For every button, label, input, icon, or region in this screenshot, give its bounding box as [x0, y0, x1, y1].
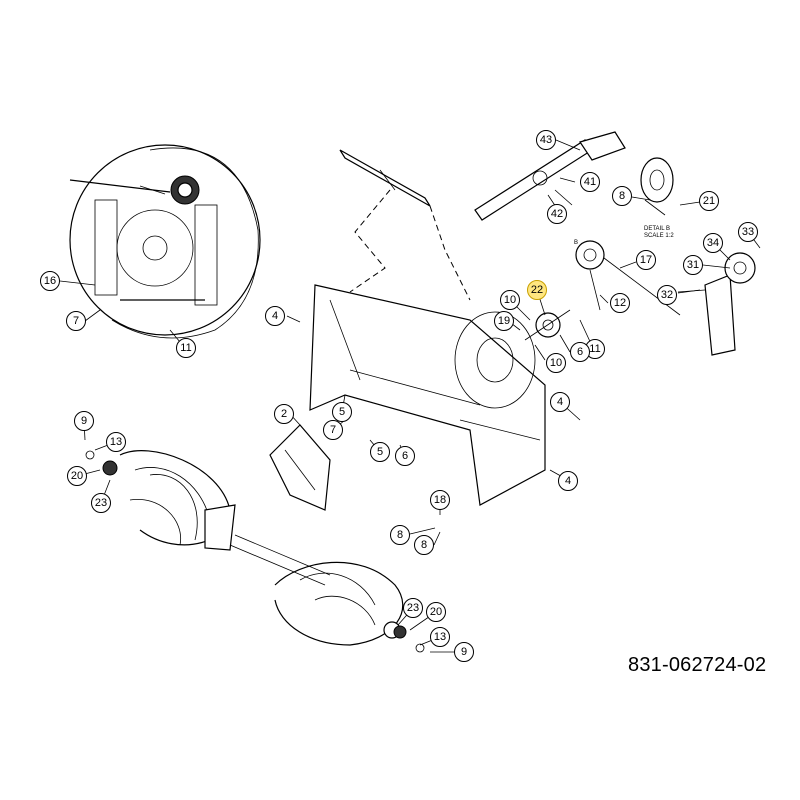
detail-scale: SCALE 1:2 [644, 233, 674, 239]
right-auger [274, 561, 404, 646]
callout-20-upper[interactable]: 20 [67, 466, 87, 486]
callout-20-lower[interactable]: 20 [426, 602, 446, 622]
callout-6-right[interactable]: 6 [570, 342, 590, 362]
callout-5-lower[interactable]: 5 [370, 442, 390, 462]
bearing-assembly [524, 254, 681, 341]
callout-17[interactable]: 17 [636, 250, 656, 270]
callout-16[interactable]: 16 [40, 271, 60, 291]
callout-9-lower[interactable]: 9 [454, 642, 474, 662]
detail-title: DETAIL B [644, 226, 671, 232]
callout-7-inset[interactable]: 7 [66, 311, 86, 331]
callout-43[interactable]: 43 [536, 130, 556, 150]
callout-31[interactable]: 31 [683, 255, 703, 275]
callout-34[interactable]: 34 [703, 233, 723, 253]
callout-letter-b: B [574, 240, 579, 246]
callout-10-upper[interactable]: 10 [500, 290, 520, 310]
callout-9-upper[interactable]: 9 [74, 411, 94, 431]
callout-4-bottom[interactable]: 4 [558, 471, 578, 491]
callout-4-right[interactable]: 4 [550, 392, 570, 412]
callout-41[interactable]: 41 [580, 172, 600, 192]
callout-33[interactable]: 33 [738, 222, 758, 242]
callout-23-lower[interactable]: 23 [403, 598, 423, 618]
callout-2[interactable]: 2 [274, 404, 294, 424]
callout-13-lower[interactable]: 13 [430, 627, 450, 647]
callout-8-left[interactable]: 8 [390, 525, 410, 545]
callout-21[interactable]: 21 [699, 191, 719, 211]
left-auger [119, 450, 236, 551]
crank-rod [339, 149, 471, 301]
auger-shaft [229, 534, 331, 586]
callout-23-upper[interactable]: 23 [91, 493, 111, 513]
shear-bolts [85, 450, 425, 653]
callout-19[interactable]: 19 [494, 311, 514, 331]
callout-32[interactable]: 32 [657, 285, 677, 305]
callout-8-right[interactable]: 8 [414, 535, 434, 555]
drawing-number: 831-062724-02 [628, 654, 767, 676]
callout-13-upper[interactable]: 13 [106, 432, 126, 452]
detail-b-label: DETAIL B SCALE 1:2 [644, 226, 674, 240]
callout-10-lower[interactable]: 10 [546, 353, 566, 373]
inset-pulley-detail [69, 144, 261, 339]
callout-6-center[interactable]: 6 [395, 446, 415, 466]
chute-crank-assembly [474, 131, 626, 221]
detail-b-pulley [640, 157, 674, 216]
callout-4-left[interactable]: 4 [265, 306, 285, 326]
impeller [269, 424, 331, 511]
idler-bracket [575, 240, 756, 356]
callout-22-highlighted[interactable]: 22 [527, 280, 547, 300]
callout-12[interactable]: 12 [610, 293, 630, 313]
callout-18[interactable]: 18 [430, 490, 450, 510]
callout-42[interactable]: 42 [547, 204, 567, 224]
auger-housing [309, 284, 546, 506]
callout-7-center[interactable]: 7 [323, 420, 343, 440]
callout-5-upper[interactable]: 5 [332, 402, 352, 422]
callout-8-detail[interactable]: 8 [612, 186, 632, 206]
callout-11-inset[interactable]: 11 [176, 338, 196, 358]
